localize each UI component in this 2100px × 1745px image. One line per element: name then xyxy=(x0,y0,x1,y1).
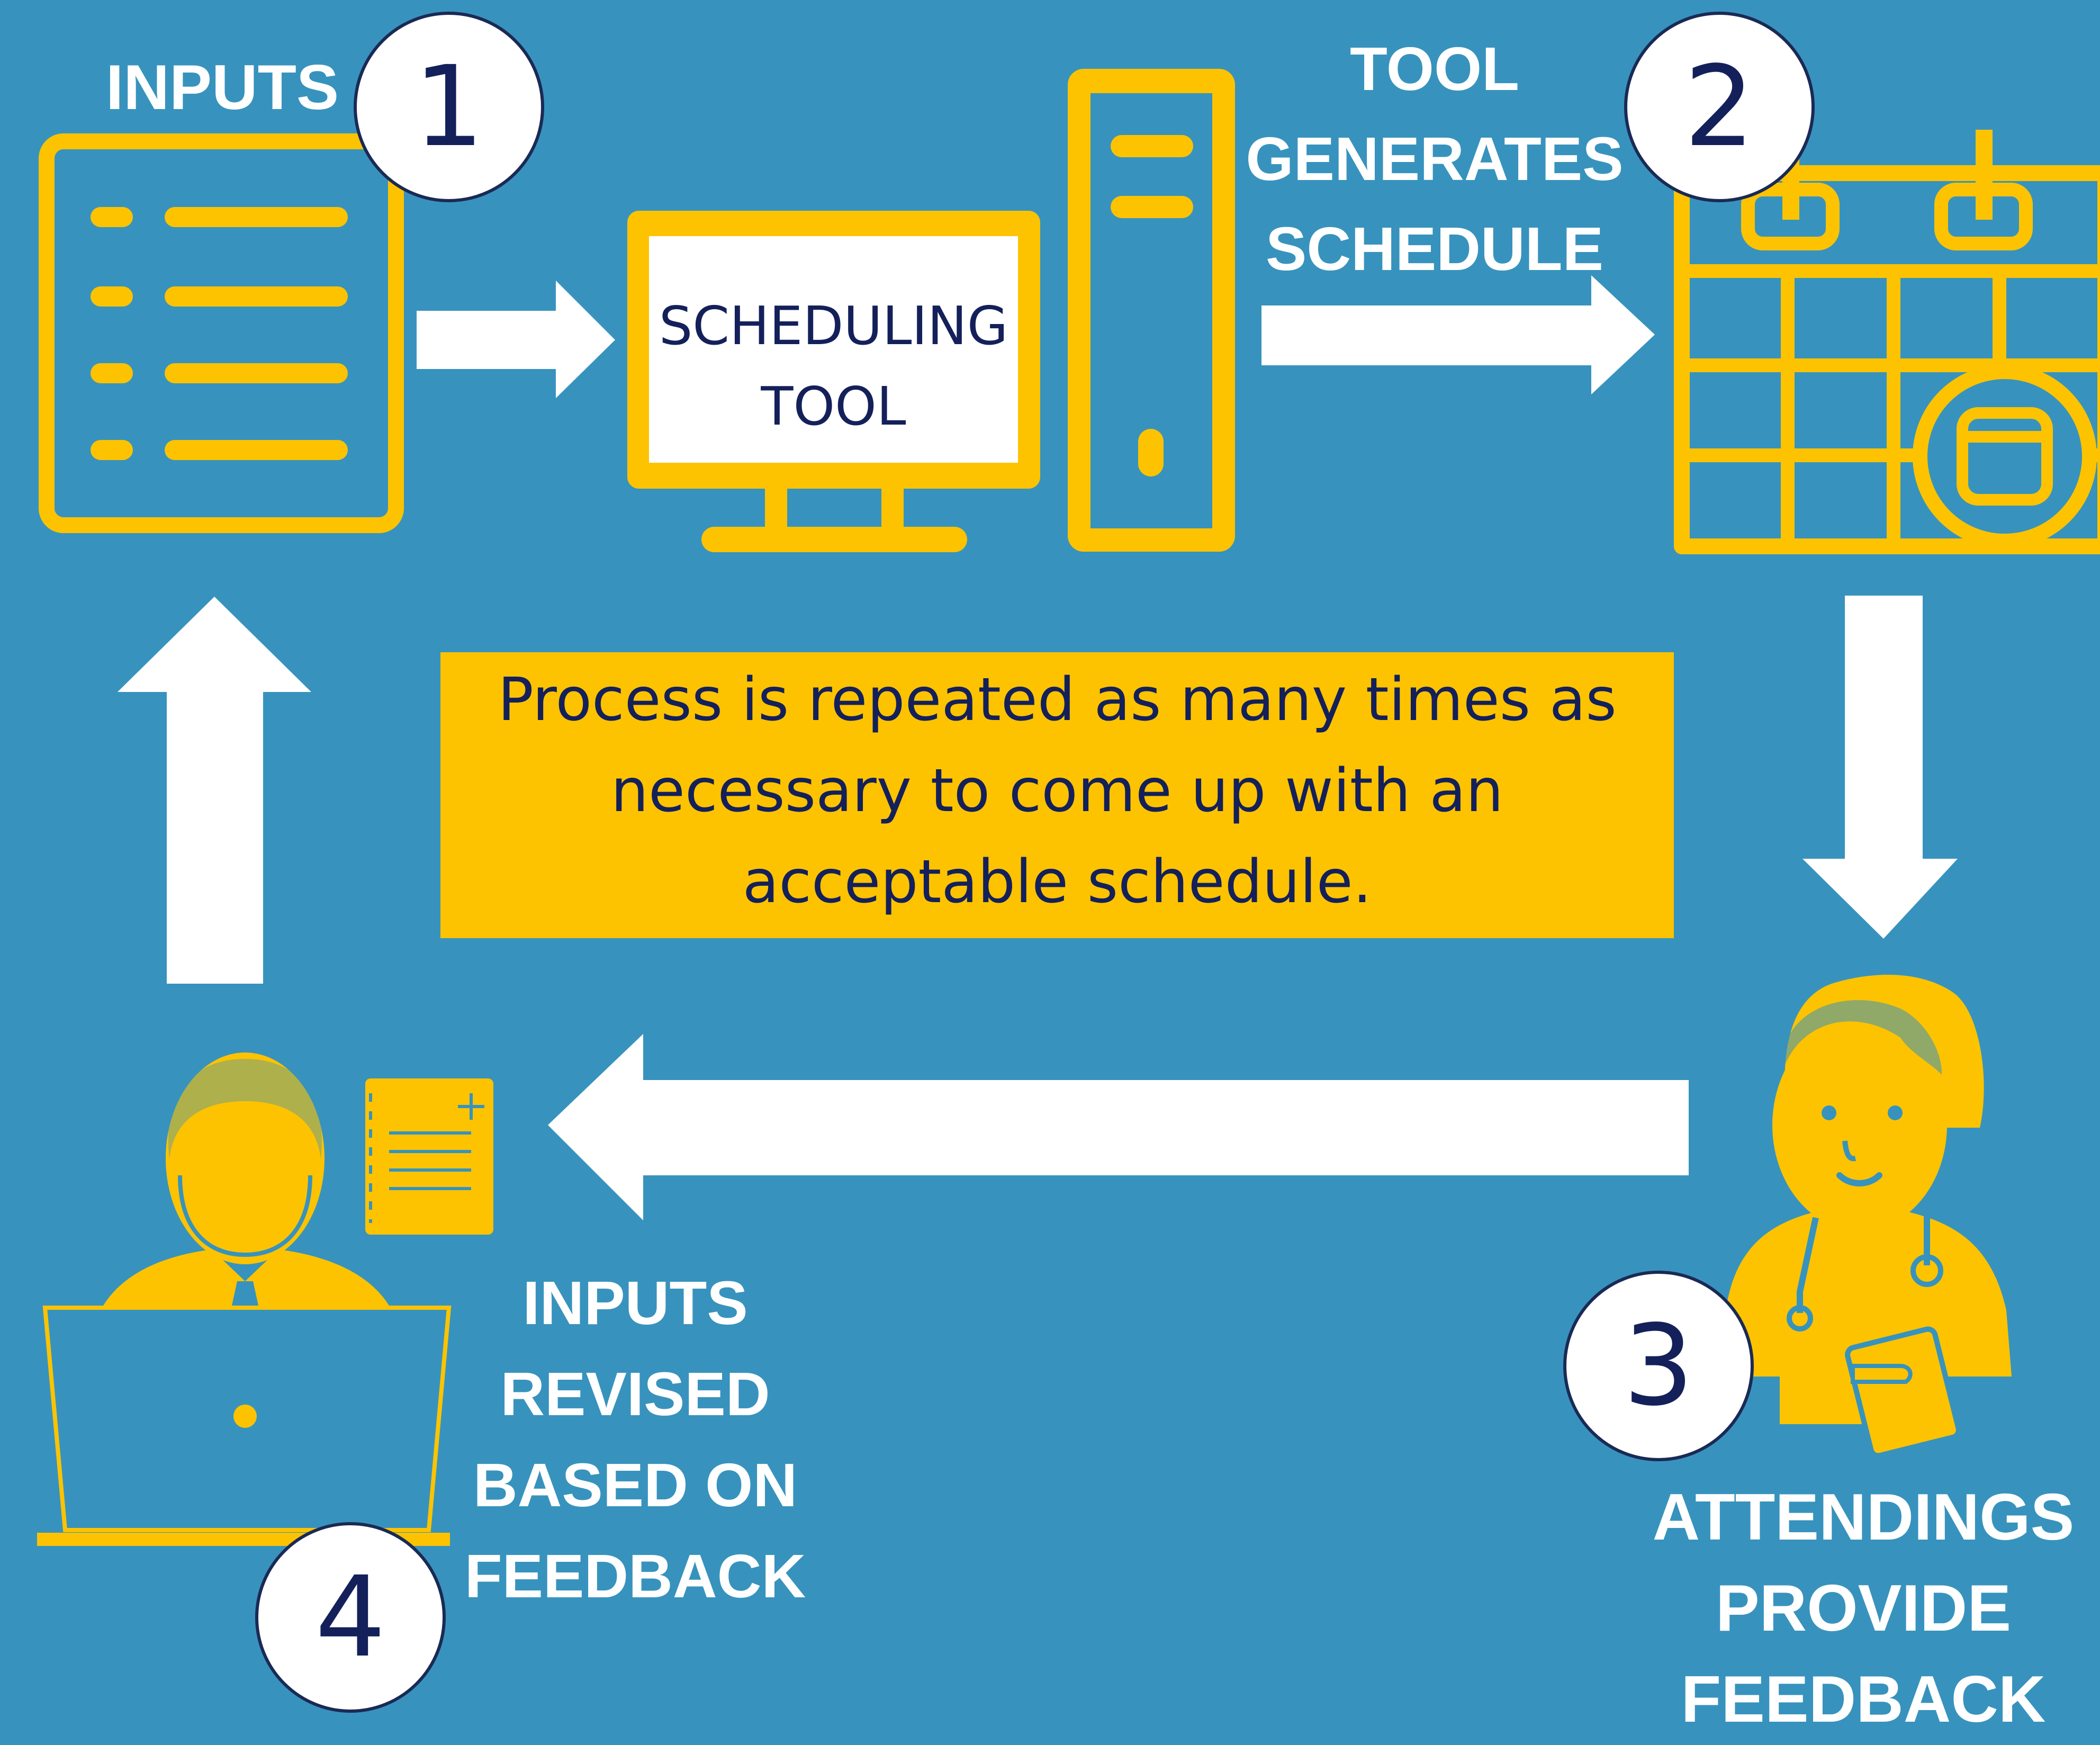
step-3-number-badge: 3 xyxy=(1563,1271,1754,1461)
step-4-number-badge: 4 xyxy=(255,1522,446,1713)
step-1-label-line-1: INPUTS xyxy=(105,52,339,123)
step-3-label: ATTENDINGS PROVIDE FEEDBACK xyxy=(1636,1472,2091,1745)
step-4-label-line-3: BASED ON xyxy=(473,1451,798,1519)
step-4-label: INPUTS REVISED BASED ON FEEDBACK xyxy=(450,1257,821,1622)
tool-screen-line-1: SCHEDULING xyxy=(659,295,1008,357)
arrow-attendings-to-revision xyxy=(548,1034,1689,1220)
process-note-line-1: Process is repeated as many times as xyxy=(498,665,1617,734)
arrow-calendar-to-attendings xyxy=(1802,596,1958,939)
step-2-label-line-1: TOOL xyxy=(1349,34,1520,103)
step-1-label: INPUTS xyxy=(85,50,360,124)
tool-screen-text: SCHEDULING TOOL xyxy=(649,286,1018,447)
process-note-line-2: necessary to come up with an xyxy=(611,757,1503,825)
process-note-box: Process is repeated as many times as nec… xyxy=(440,652,1674,938)
step-3-label-line-3: FEEDBACK xyxy=(1681,1663,2046,1736)
calendar-icon xyxy=(1674,130,2100,554)
step-3-label-line-2: PROVIDE xyxy=(1715,1572,2012,1645)
doctor-icon xyxy=(1720,975,2012,1459)
process-note-line-3: acceptable schedule. xyxy=(742,848,1372,916)
arrow-inputs-to-tool xyxy=(417,281,615,398)
arrow-tool-to-calendar xyxy=(1261,275,1655,394)
step-4-label-line-1: INPUTS xyxy=(522,1269,748,1337)
step-4-label-line-4: FEEDBACK xyxy=(464,1542,806,1611)
step-1-number-badge: 1 xyxy=(354,12,544,202)
step-2-label-line-3: SCHEDULE xyxy=(1265,214,1604,283)
step-4-label-line-2: REVISED xyxy=(500,1360,770,1428)
document-list-icon xyxy=(39,133,404,533)
computer-icon xyxy=(627,69,1235,552)
step-2-label: TOOL GENERATES SCHEDULE xyxy=(1218,24,1652,294)
step-2-label-line-2: GENERATES xyxy=(1246,124,1624,193)
step-2-number-badge: 2 xyxy=(1624,12,1815,202)
arrow-revision-to-inputs xyxy=(118,597,311,984)
laptop-user-icon xyxy=(37,1053,493,1546)
step-3-label-line-1: ATTENDINGS xyxy=(1652,1481,2075,1554)
tool-screen-line-2: TOOL xyxy=(761,375,906,437)
